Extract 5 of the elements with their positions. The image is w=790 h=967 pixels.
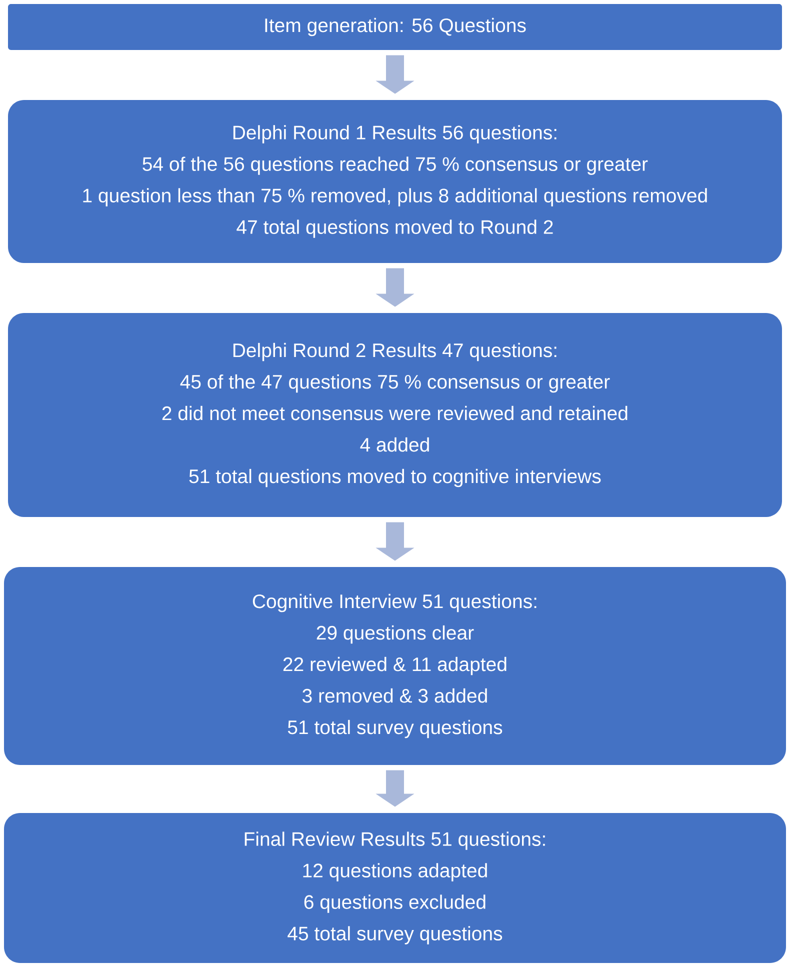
process-box: Delphi Round 2 Results 47 questions: 45 of the 47 questions 75 % consensus or greater 2 did not meet consensus were reviewed and retained 4 added 51 total questions moved to cognitive interviews [8, 313, 782, 517]
process-box: Item generation: 56 Questions [8, 4, 782, 50]
process-box: Delphi Round 1 Results 56 questions: 54 of the 56 questions reached 75 % consensus or greater 1 question less than 75 % removed, plus 8 additional questions removed 47 total questions moved to Round 2 [8, 100, 782, 263]
process-box: Final Review Results 51 questions: 12 questions adapted 6 questions excluded 45 total survey questions [4, 813, 786, 963]
process-box: Cognitive Interview 51 questions: 29 questions clear 22 reviewed & 11 adapted 3 removed & 3 added 51 total survey questions [4, 567, 786, 765]
